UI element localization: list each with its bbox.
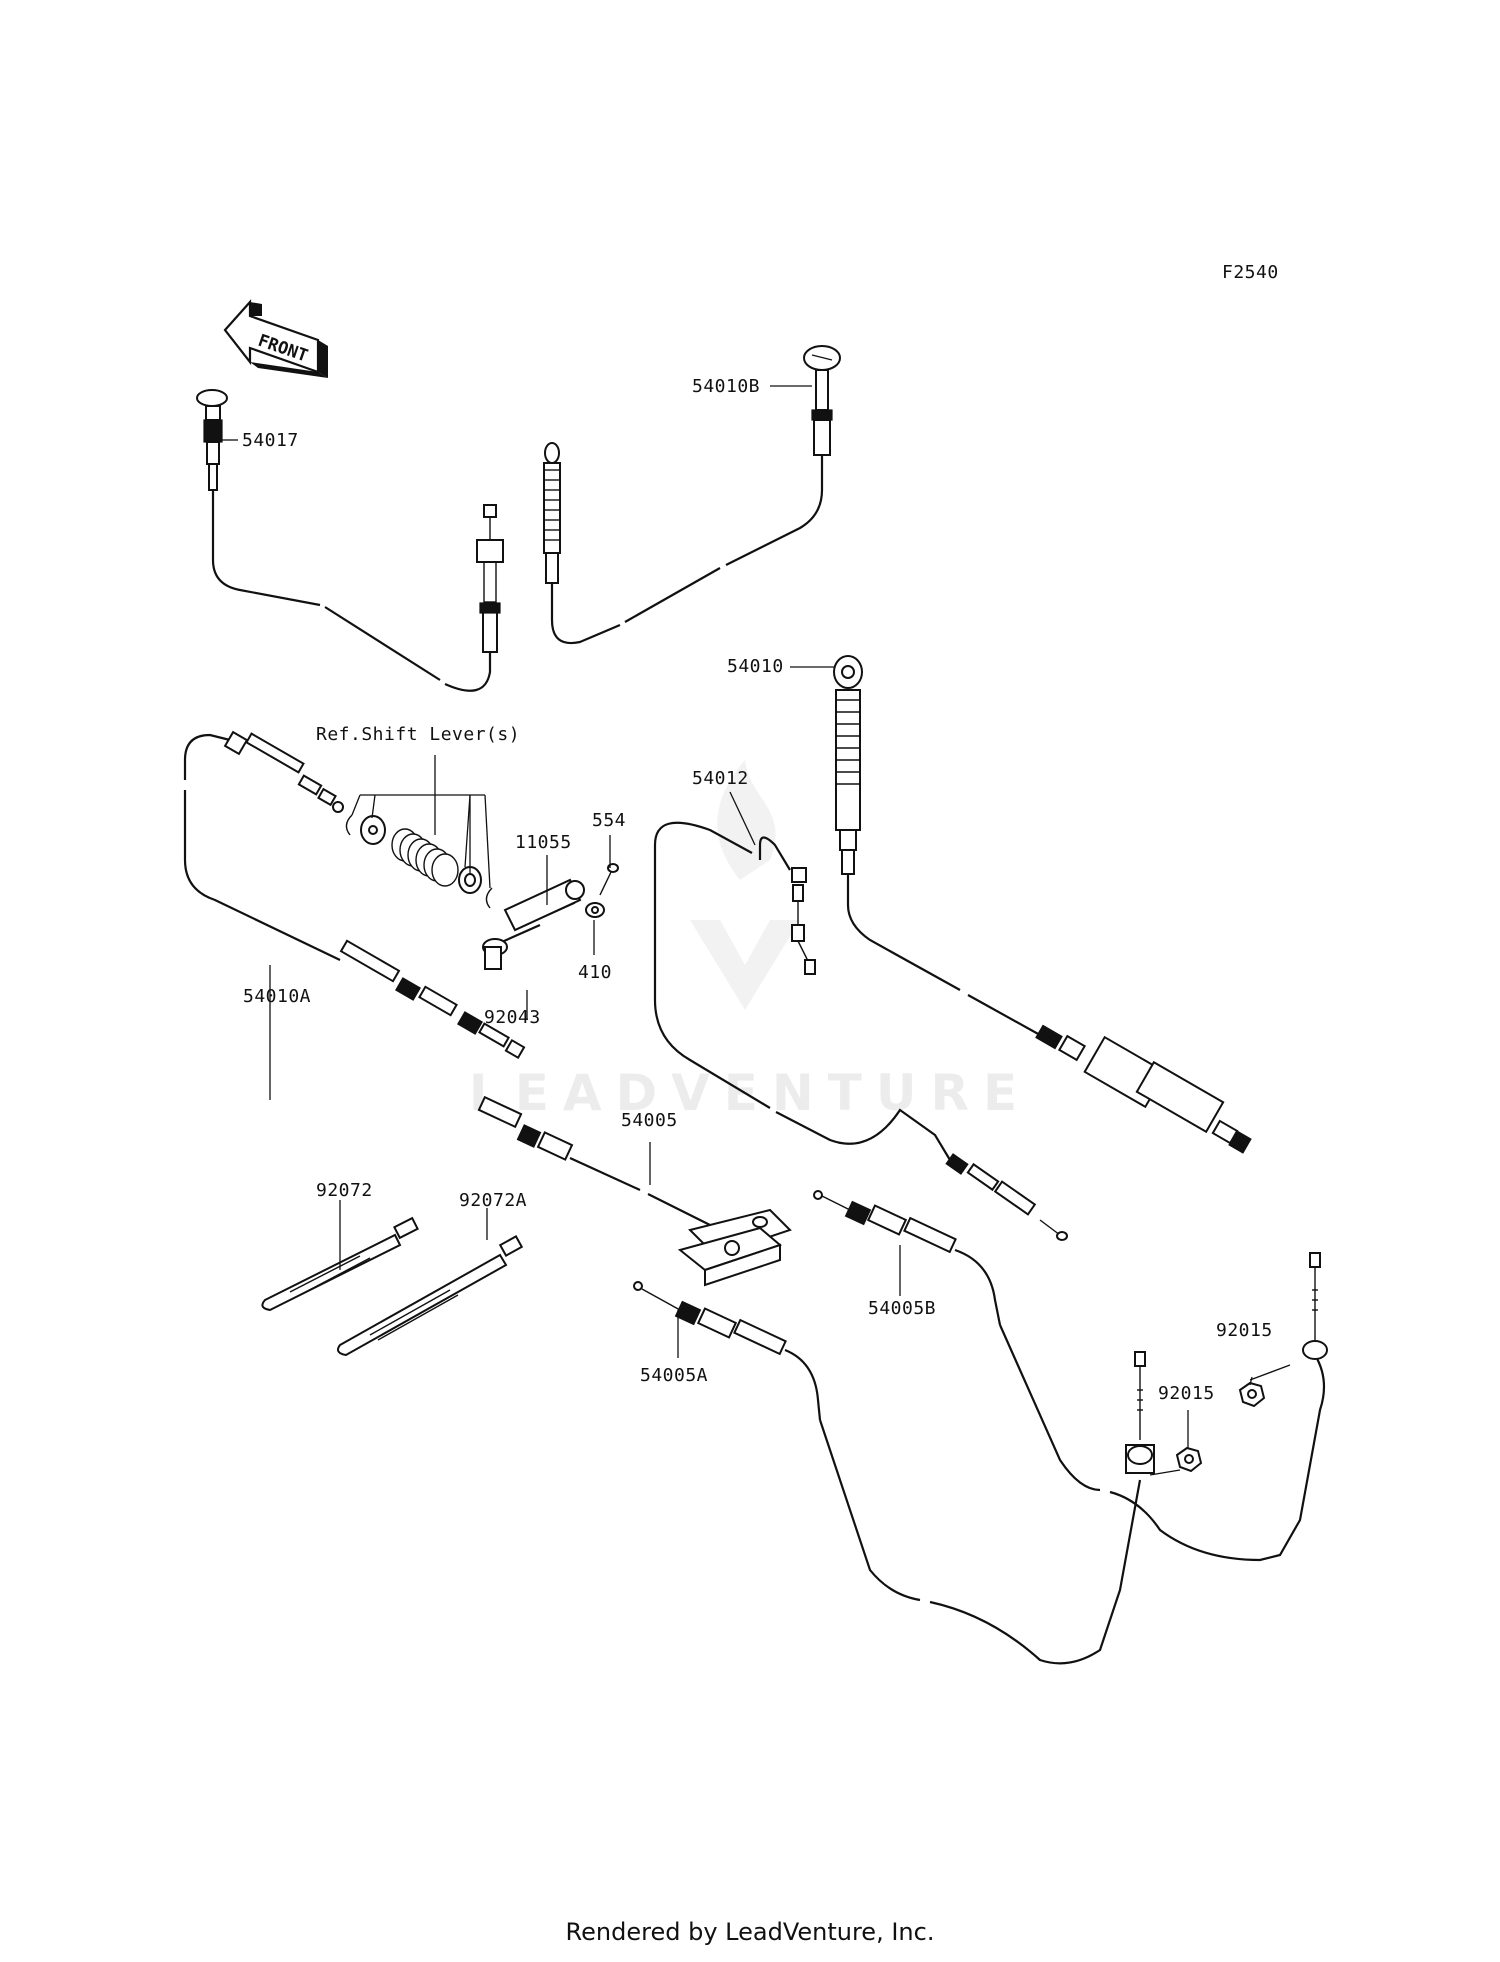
callout-54012: 54012	[692, 768, 749, 789]
callout-54005A: 54005A	[640, 1365, 709, 1386]
callout-54005: 54005	[621, 1110, 678, 1131]
callout-54010A: 54010A	[243, 986, 312, 1007]
nut-92015-b	[1175, 1446, 1203, 1473]
leader-lines	[222, 385, 1291, 1476]
callout-11055: 11055	[515, 832, 572, 853]
watermark-text: LEADVENTURE	[469, 1064, 1031, 1122]
callout-554: 554	[592, 810, 627, 831]
callout-92072: 92072	[316, 1180, 373, 1201]
cable-54010	[833, 655, 1252, 1154]
callout-54010B: 54010B	[692, 376, 761, 397]
footer-credit: Rendered by LeadVenture, Inc.	[565, 1918, 935, 1946]
callout-92015-b: 92015	[1158, 1383, 1215, 1404]
shift-lever-parts	[345, 814, 619, 970]
callout-92015-a: 92015	[1216, 1320, 1273, 1341]
cable-tie-92072	[261, 1216, 419, 1312]
nut-92015-a	[1238, 1381, 1266, 1408]
callout-92072A: 92072A	[459, 1190, 528, 1211]
callout-54010: 54010	[727, 656, 784, 677]
cable-54010A	[183, 730, 526, 1060]
figure-code: F2540	[1222, 262, 1279, 283]
cable-54010B	[543, 345, 841, 645]
callout-ref-shift-lever: Ref.Shift Lever(s)	[316, 724, 521, 745]
front-arrow-icon: FRONT	[223, 299, 328, 378]
cable-tie-92072A	[337, 1235, 524, 1357]
callout-54005B: 54005B	[868, 1298, 937, 1319]
cable-54017	[196, 389, 504, 692]
cable-54005	[477, 1095, 1328, 1665]
callout-54017: 54017	[242, 430, 299, 451]
watermark-logo	[690, 760, 800, 1010]
callout-410: 410	[578, 962, 613, 983]
cable-54012	[653, 821, 1068, 1241]
callout-92043: 92043	[484, 1007, 541, 1028]
